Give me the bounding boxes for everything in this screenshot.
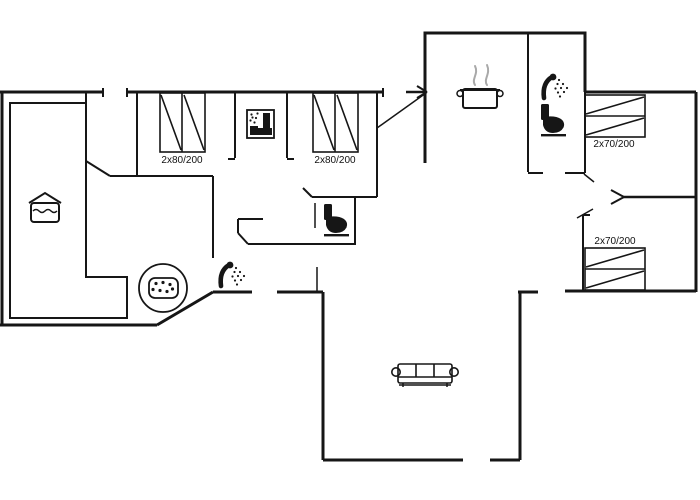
shower-icon-bathroom: [544, 74, 568, 98]
inner-walls: [9, 33, 696, 319]
bed-left-1: [159, 92, 206, 153]
sauna-icon: [246, 109, 275, 139]
outer-walls: [0, 31, 698, 462]
entrance-arrow-icon: [406, 85, 625, 205]
sofa-icon: [390, 363, 459, 387]
bed-size-label-2: 2x80/200: [314, 155, 356, 166]
bed-size-label-3: 2x70/200: [593, 139, 635, 150]
bed-right-top: [584, 94, 646, 138]
pool-icon: [28, 191, 62, 223]
whirlpool-icon: [138, 263, 188, 313]
bed-size-label-4: 2x70/200: [594, 236, 636, 247]
toilet-icon-center: [324, 204, 349, 237]
pool-outline: [9, 102, 128, 319]
bed-left-2: [312, 92, 359, 153]
bed-right-bottom: [584, 247, 646, 291]
cooking-pot-icon: [456, 64, 504, 109]
bed-size-label-1: 2x80/200: [161, 155, 203, 166]
door-swing-icon: [314, 92, 595, 292]
toilet-icon-bathroom: [541, 104, 566, 137]
shower-icon-hall: [221, 262, 245, 286]
